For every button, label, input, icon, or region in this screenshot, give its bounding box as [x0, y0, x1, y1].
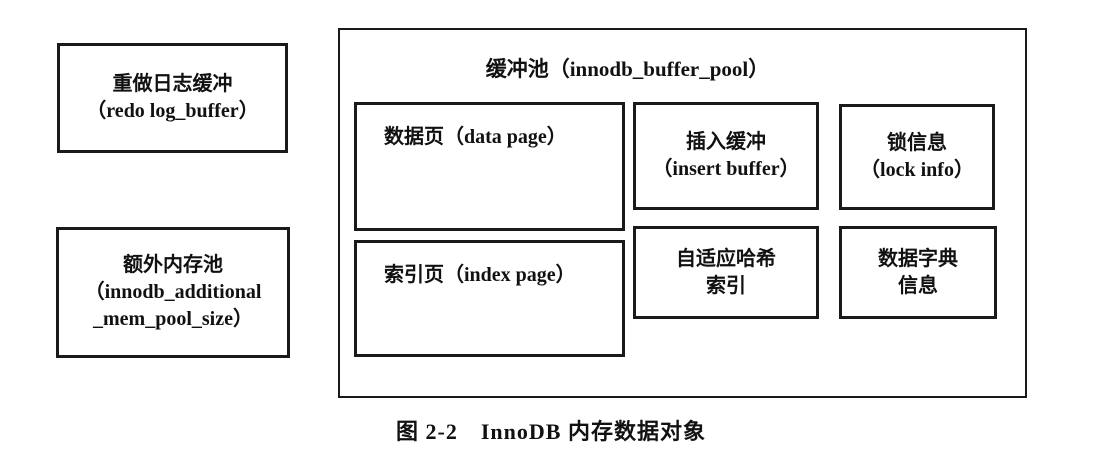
additional-mem-pool-label-en2: _mem_pool_size） [93, 308, 253, 330]
redo-log-buffer-label-cn: 重做日志缓冲 [112, 73, 233, 95]
buffer-pool-box: 缓冲池（innodb_buffer_pool） 数据页（data page） 插… [338, 28, 1027, 398]
additional-mem-pool-label-en1: （innodb_additional [84, 281, 262, 303]
adaptive-hash-index-label-line1: 自适应哈希 [676, 247, 776, 270]
lock-info-label-en: （lock info） [860, 159, 974, 181]
additional-mem-pool-box: 额外内存池 （innodb_additional _mem_pool_size） [56, 227, 290, 358]
lock-info-box: 锁信息 （lock info） [839, 104, 995, 210]
buffer-pool-title: 缓冲池（innodb_buffer_pool） [485, 57, 770, 81]
insert-buffer-box: 插入缓冲 （insert buffer） [633, 102, 819, 210]
data-page-label: 数据页（data page） [384, 126, 567, 148]
redo-log-buffer-label-en: （redo log_buffer） [86, 100, 259, 122]
additional-mem-pool-label-cn: 额外内存池 [123, 254, 223, 276]
insert-buffer-label-cn: 插入缓冲 [686, 131, 766, 153]
data-dictionary-box: 数据字典 信息 [839, 226, 997, 319]
index-page-box: 索引页（index page） [354, 240, 625, 357]
data-dictionary-label-line2: 信息 [898, 274, 938, 297]
figure-caption: 图 2-2 InnoDB 内存数据对象 [396, 419, 706, 444]
data-dictionary-label-line1: 数据字典 [878, 247, 958, 270]
adaptive-hash-index-label-line2: 索引 [706, 274, 746, 297]
data-page-box: 数据页（data page） [354, 102, 625, 231]
adaptive-hash-index-box: 自适应哈希 索引 [633, 226, 819, 319]
redo-log-buffer-box: 重做日志缓冲 （redo log_buffer） [57, 43, 288, 153]
insert-buffer-label-en: （insert buffer） [652, 158, 800, 180]
lock-info-label-cn: 锁信息 [887, 132, 947, 154]
index-page-label: 索引页（index page） [384, 264, 576, 286]
